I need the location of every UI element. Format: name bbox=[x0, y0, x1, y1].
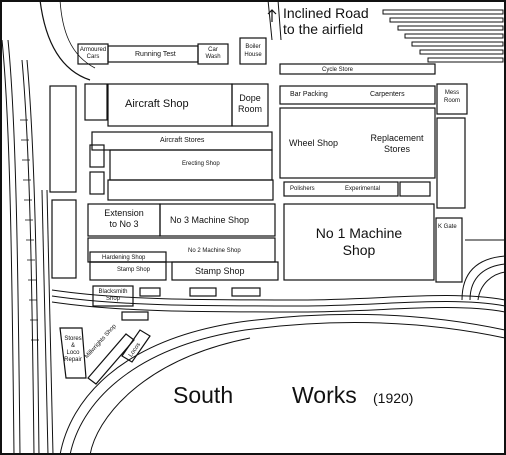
curved-railway bbox=[51, 289, 506, 455]
stamp-shop-building bbox=[171, 261, 279, 281]
top-right-small-buildings bbox=[382, 9, 504, 63]
mess-room-building bbox=[436, 83, 468, 115]
hardening-shop-label: Hardening Shop bbox=[102, 255, 146, 261]
carpenters-label: Carpenters bbox=[370, 91, 405, 98]
road-note-line2: to the airfield bbox=[283, 21, 364, 37]
title-works: Works bbox=[292, 382, 357, 408]
no1-machine-shop-label: No 1 Machine Shop bbox=[315, 225, 403, 258]
title-year: (1920) bbox=[373, 390, 414, 406]
car-wash-building bbox=[197, 43, 229, 65]
aircraft-shop-label: Aircraft Shop bbox=[125, 98, 189, 110]
stamp-shop-small-building bbox=[89, 261, 167, 281]
road-note-line1: Inclined Road bbox=[283, 5, 369, 21]
bar-packing-carpenters-building bbox=[279, 85, 436, 105]
embankment-line bbox=[39, 0, 91, 81]
car-wash-label: Car Wash bbox=[205, 47, 221, 60]
boiler-house-label: Boiler House bbox=[244, 44, 262, 58]
aircraft-stores-label: Aircraft Stores bbox=[160, 137, 205, 144]
stores-loco-repair-label: Stores & Loco Repair bbox=[64, 336, 82, 363]
blacksmith-shop-label: Blacksmith Shop bbox=[98, 289, 128, 302]
dope-room-label: Dope Room bbox=[237, 93, 262, 114]
no3-machine-shop-label: No 3 Machine Shop bbox=[170, 215, 250, 225]
stores-loco-repair-building bbox=[59, 327, 87, 379]
boiler-house-building bbox=[239, 37, 267, 65]
extension-no3-label: Extension to No 3 bbox=[104, 208, 144, 229]
erecting-shop-label: Erecting Shop bbox=[182, 161, 220, 167]
blacksmith-shop-building bbox=[92, 285, 134, 307]
bar-packing-label: Bar Packing bbox=[290, 91, 328, 98]
road-arrow-icon bbox=[267, 9, 277, 22]
no3-machine-shop-building bbox=[159, 203, 276, 237]
wheel-replacement-building bbox=[279, 107, 436, 179]
running-test-label: Running Test bbox=[135, 51, 176, 58]
stamp-shop-small-label: Stamp Shop bbox=[117, 267, 151, 273]
armoured-cars-label: Armoured Cars bbox=[79, 47, 107, 60]
polishers-label: Polishers bbox=[290, 186, 315, 192]
stamp-shop-label: Stamp Shop bbox=[195, 266, 245, 276]
mess-room-label: Mess Room bbox=[443, 90, 460, 104]
cycle-store-label: Cycle Store bbox=[322, 67, 354, 73]
no2-machine-shop-label: No 2 Machine Shop bbox=[188, 248, 241, 254]
railway-tracks-left bbox=[1, 39, 54, 455]
replacement-stores-label: Replacement Stores bbox=[370, 133, 424, 154]
title-south: South bbox=[173, 382, 234, 408]
polishers-experimental-building bbox=[283, 181, 399, 197]
k-gate-building bbox=[435, 217, 463, 283]
millwrights-shop-building bbox=[87, 333, 135, 385]
k-gate-label: K Gate bbox=[438, 224, 457, 230]
wheel-shop-label: Wheel Shop bbox=[289, 138, 339, 148]
dope-room-building bbox=[231, 83, 269, 127]
no1-machine-shop-building bbox=[283, 203, 435, 281]
experimental-label: Experimental bbox=[345, 186, 381, 192]
cycle-store-building bbox=[279, 63, 436, 75]
